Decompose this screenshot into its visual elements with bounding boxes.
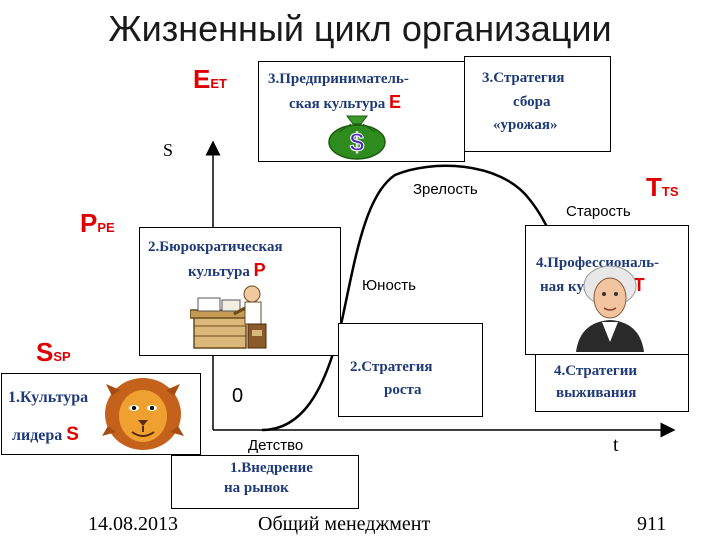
symbol-t: TTS (646, 172, 679, 202)
life-cycle-curve (261, 164, 577, 432)
entrepreneurial-culture-box: 3.Предприниматель- ская культура E $ (258, 61, 465, 162)
page-title: Жизненный цикл организации (108, 8, 612, 49)
stage-old-age: Старость (566, 203, 631, 220)
footer-subject: Общий менеджмент (258, 513, 431, 535)
entrepreneurial-line1: 3.Предприниматель- (268, 71, 409, 87)
harvest-line3: «урожая» (493, 117, 558, 133)
origin-label: 0 (232, 385, 244, 407)
stage-youth: Юность (362, 277, 416, 294)
portrait-icon (576, 265, 644, 352)
leader-culture-line1: 1.Культура (8, 389, 89, 406)
professional-line1: 4.Профессиональ- (536, 255, 660, 271)
market-entry-line1: 1.Внедрение (230, 460, 313, 476)
leader-culture-line2: лидера S (12, 424, 79, 445)
svg-text:$: $ (350, 127, 365, 157)
stage-maturity: Зрелость (413, 181, 478, 198)
footer-date: 14.08.2013 (88, 513, 178, 535)
growth-line2: роста (384, 382, 422, 398)
bureaucratic-culture-box: 2.Бюрократическая культура P (139, 227, 341, 356)
harvest-strategy-box: 3.Стратегия сбора «урожая» (464, 56, 611, 152)
bureaucratic-line2: культура P (188, 260, 266, 280)
stage-childhood: Детство (248, 437, 304, 454)
y-axis-label: S (163, 140, 174, 160)
symbol-e: EET (193, 64, 227, 94)
x-axis-label: t (613, 434, 619, 456)
leader-culture-box: 1.Культура лидера S (1, 373, 201, 455)
symbol-p: PPE (80, 208, 115, 238)
lion-icon (102, 378, 184, 450)
market-entry-line2: на рынок (224, 480, 289, 496)
survival-line2: выживания (556, 385, 637, 401)
money-bag-icon: $ (328, 115, 386, 160)
growth-strategy-box: 2.Стратегия роста (338, 323, 483, 417)
survival-strategies-box: 4.Стратегии выживания (535, 354, 689, 412)
clerk-at-desk-icon (190, 285, 267, 349)
bureaucratic-line1: 2.Бюрократическая (148, 239, 283, 255)
footer-page-number: 911 (637, 513, 667, 535)
survival-line1: 4.Стратегии (554, 363, 638, 379)
harvest-line2: сбора (513, 94, 551, 110)
market-entry-box: 1.Внедрение на рынок (171, 455, 359, 509)
entrepreneurial-line2: ская культура E (289, 92, 402, 112)
growth-line1: 2.Стратегия (350, 359, 433, 375)
symbol-s: SSP (36, 337, 71, 367)
harvest-line1: 3.Стратегия (482, 70, 565, 86)
